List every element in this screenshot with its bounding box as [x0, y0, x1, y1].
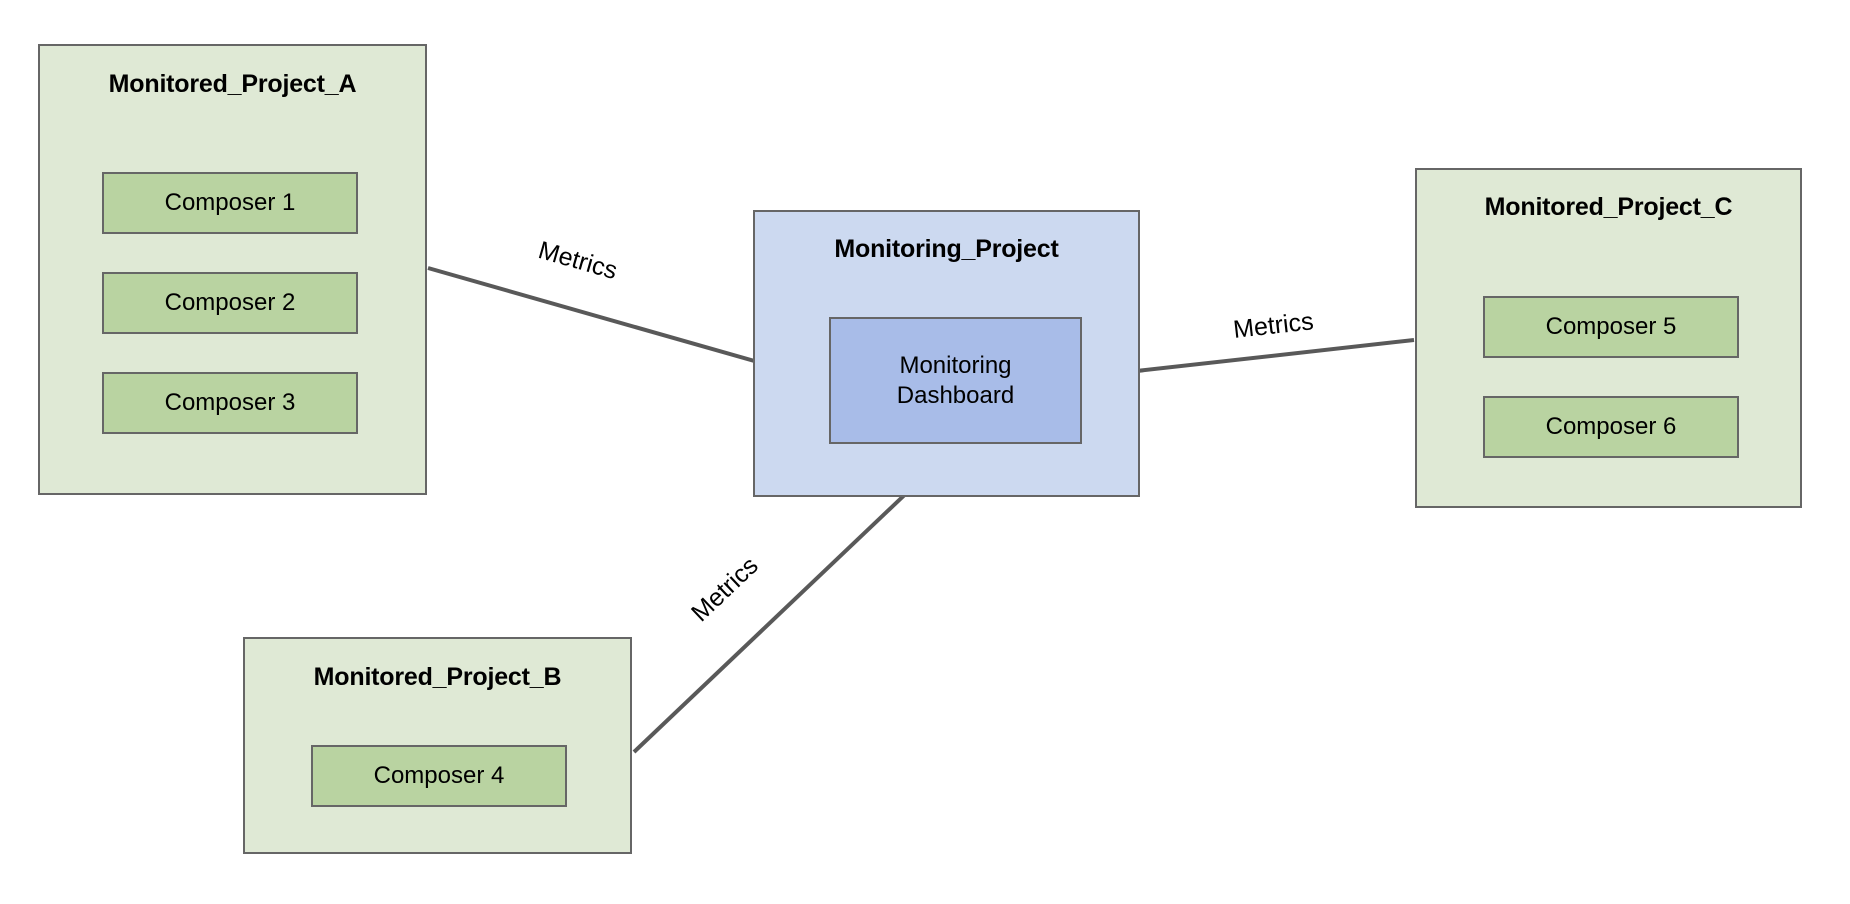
composer-box-composer-6[interactable]: Composer 6 [1483, 396, 1739, 458]
project-title-monitored-project-a: Monitored_Project_A [108, 70, 357, 98]
project-box-monitored-project-b[interactable]: Monitored_Project_B Composer 4 [243, 637, 632, 854]
monitoring-dashboard-box[interactable]: Monitoring Dashboard [829, 317, 1082, 444]
monitoring-dashboard-label-line2: Dashboard [896, 381, 1015, 409]
composer-box-composer-4[interactable]: Composer 4 [311, 745, 567, 807]
project-box-monitored-project-c[interactable]: Monitored_Project_C Composer 5 Composer … [1415, 168, 1802, 508]
monitoring-dashboard-label-line1: Monitoring [899, 351, 1012, 379]
edge-label-metrics-c: Metrics [1231, 307, 1315, 345]
composer-box-composer-3[interactable]: Composer 3 [102, 372, 358, 434]
project-title-monitored-project-b: Monitored_Project_B [313, 663, 562, 691]
edge-label-metrics-a: Metrics [535, 236, 621, 286]
composer-box-composer-5[interactable]: Composer 5 [1483, 296, 1739, 358]
composer-box-composer-2[interactable]: Composer 2 [102, 272, 358, 334]
edge-label-metrics-b: Metrics [686, 551, 764, 628]
project-box-monitored-project-a[interactable]: Monitored_Project_A Composer 1 Composer … [38, 44, 427, 495]
project-title-monitoring-project: Monitoring_Project [834, 235, 1059, 263]
project-box-monitoring-project[interactable]: Monitoring_Project Monitoring Dashboard [753, 210, 1140, 497]
composer-box-composer-1[interactable]: Composer 1 [102, 172, 358, 234]
project-title-monitored-project-c: Monitored_Project_C [1484, 193, 1733, 221]
